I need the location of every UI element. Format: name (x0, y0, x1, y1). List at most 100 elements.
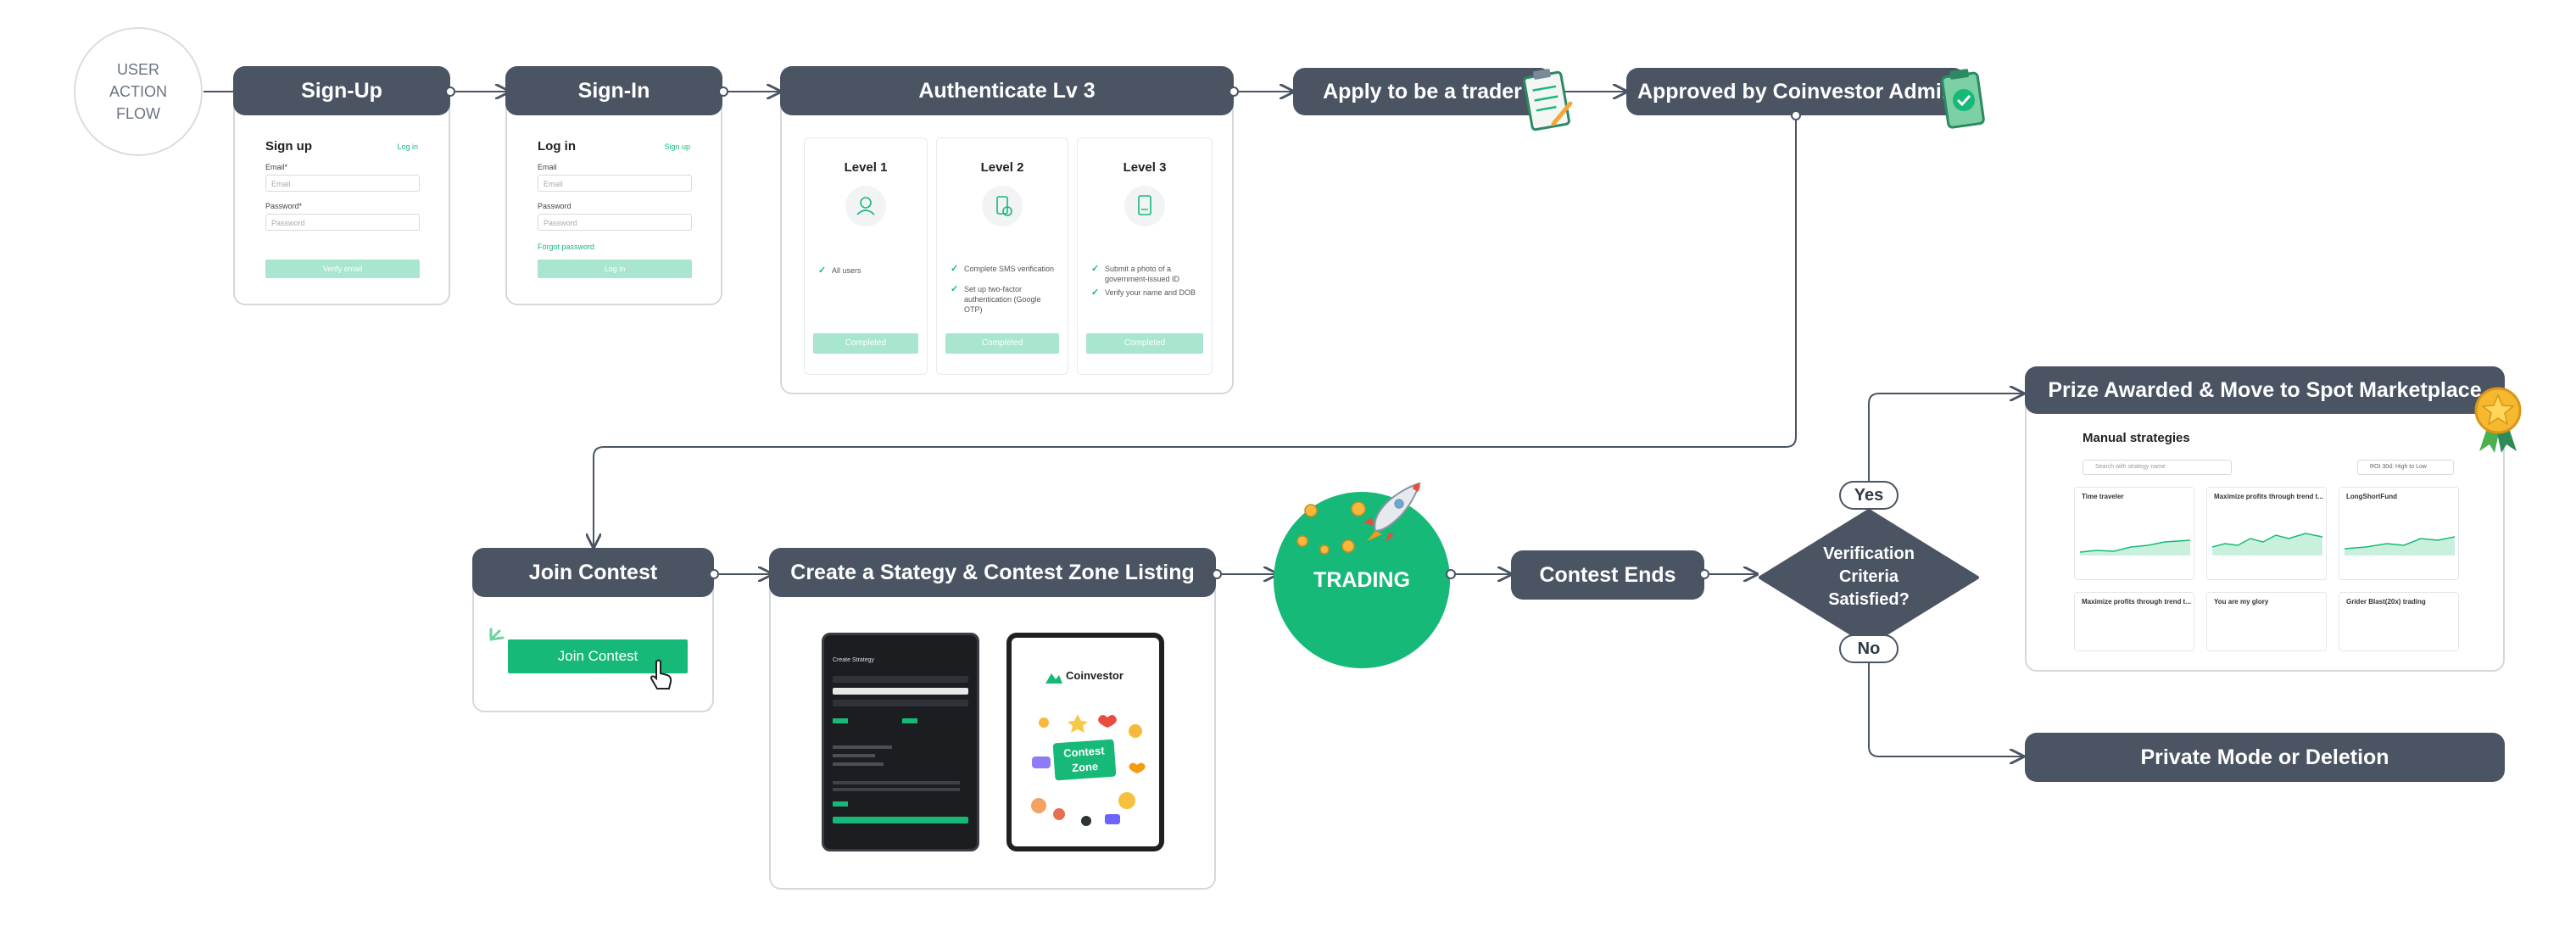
marketplace-card: Manual strategies Search with strategy n… (2025, 390, 2505, 672)
signup-email-label: Email* (265, 163, 288, 171)
login-email-input[interactable]: Email (538, 175, 692, 192)
login-signup-link[interactable]: Sign up (664, 142, 690, 151)
strategy-form-row (833, 788, 960, 791)
strategy-form-row (833, 754, 875, 757)
marketplace-search-input[interactable]: Search with strategy name (2083, 460, 2232, 475)
sparkle-icon (488, 622, 508, 643)
start-circle: USER ACTION FLOW (74, 27, 203, 156)
strategy-card[interactable]: Maximize profits through trend t... (2206, 487, 2327, 580)
strategy-card[interactable]: Maximize profits through trend t... (2074, 592, 2194, 651)
strategy-sparkline (2080, 539, 2190, 555)
level-3-item-1: Submit a photo of a government-issued ID (1091, 264, 1198, 284)
authenticate-header: Authenticate Lv 3 (780, 66, 1234, 115)
approved-out-port (1791, 110, 1801, 120)
level-2-item-2: Set up two-factor authentication (Google… (951, 284, 1059, 315)
level-3-item-2: Verify your name and DOB (1091, 287, 1207, 298)
start-label-line3: FLOW (116, 105, 160, 122)
trading-node: TRADING (1274, 492, 1450, 668)
strategy-sparkline (2212, 533, 2322, 555)
signup-out-port (445, 87, 455, 97)
phone-shield-icon (982, 186, 1023, 226)
login-title: Log in (538, 139, 576, 154)
strategy-name: You are my glory (2214, 598, 2269, 606)
strategy-card[interactable]: LongShortFund (2339, 487, 2459, 580)
decision-text: Verification Criteria Satisfied? (1798, 543, 1940, 611)
emoji-cluster-icon (1027, 706, 1154, 833)
strategy-name: Maximize profits through trend t... (2214, 493, 2323, 500)
level-3-title: Level 3 (1123, 160, 1167, 175)
signup-header: Sign-Up (233, 66, 450, 115)
signup-password-input[interactable]: Password (265, 214, 420, 231)
clipboard-checklist-icon (1521, 64, 1575, 137)
decision-line3: Satisfied? (1828, 590, 1910, 609)
marketplace-search-placeholder: Search with strategy name (2095, 464, 2166, 470)
level-2-panel: Level 2 Complete SMS verification Set up… (936, 137, 1068, 375)
strategy-form-title: Create Strategy (833, 657, 875, 663)
create-strategy-header: Create a Stategy & Contest Zone Listing (769, 548, 1216, 597)
strategy-card[interactable]: Time traveler (2074, 487, 2194, 580)
authenticate-card: Level 1 All users Completed Level 2 Comp… (780, 92, 1234, 394)
level-2-title: Level 2 (980, 160, 1024, 175)
strategy-form-tablet: Create Strategy (822, 633, 979, 851)
strategy-name: Maximize profits through trend t... (2082, 598, 2191, 606)
level-1-item: All users (818, 265, 917, 276)
private-mode-node: Private Mode or Deletion (2025, 733, 2505, 782)
strategy-form-submit[interactable] (833, 817, 968, 823)
strategy-name: Grider Blast(20x) trading (2346, 598, 2426, 606)
apply-trader-node: Apply to be a trader (1293, 68, 1552, 115)
signin-card: Log in Sign up Email Email Password Pass… (505, 92, 722, 305)
strategy-form-tag (833, 801, 848, 807)
signin-out-port (718, 87, 728, 97)
login-button[interactable]: Log in (538, 260, 692, 278)
strategy-card[interactable]: Grider Blast(20x) trading (2339, 592, 2459, 651)
signup-email-input[interactable]: Email (265, 175, 420, 192)
strategy-form-row (833, 745, 892, 749)
join-contest-header: Join Contest (472, 548, 714, 597)
start-label-line1: USER (116, 61, 159, 78)
strategy-form-tag (902, 718, 917, 723)
level-1-completed-button[interactable]: Completed (813, 333, 918, 354)
no-label: No (1839, 634, 1899, 663)
marketplace-title: Manual strategies (2083, 431, 2190, 445)
yes-label: Yes (1839, 481, 1899, 510)
decision-line2: Criteria (1838, 567, 1899, 586)
strategy-sparkline (2345, 536, 2455, 555)
approved-admin-node: Approved by Coinvestor Admin (1626, 68, 1965, 115)
coinvestor-brand: Coinvestor (1066, 669, 1124, 682)
signup-login-link[interactable]: Log in (397, 142, 418, 151)
contest-ends-out-port (1699, 569, 1709, 579)
signup-verify-button[interactable]: Verify email (265, 260, 420, 278)
login-password-label: Password (538, 202, 572, 210)
signup-title: Sign up (265, 139, 312, 154)
signup-card: Sign up Log in Email* Email Password* Pa… (233, 92, 450, 305)
authenticate-out-port (1229, 87, 1239, 97)
level-3-completed-button[interactable]: Completed (1086, 333, 1203, 354)
decision-line1: Verification (1823, 544, 1915, 563)
level-2-completed-button[interactable]: Completed (945, 333, 1059, 354)
level-1-panel: Level 1 All users Completed (804, 137, 928, 375)
create-strategy-card: Create Strategy Coinvestor Contest Zone (769, 570, 1216, 890)
level-2-item-1: Complete SMS verification (951, 264, 1064, 274)
trading-out-port (1446, 569, 1456, 579)
rocket-coins-icon (1294, 475, 1447, 560)
trading-label: TRADING (1313, 567, 1410, 592)
prize-awarded-header: Prize Awarded & Move to Spot Marketplace (2025, 366, 2505, 414)
strategy-form-field-highlight (833, 688, 968, 695)
strategy-form-row (833, 781, 960, 784)
login-email-label: Email (538, 163, 557, 171)
marketplace-sort-label: ROI 30d: High to Low (2370, 464, 2427, 470)
hand-pointer-icon (649, 658, 674, 692)
strategy-form-row (833, 762, 884, 766)
start-label-line2: ACTION (109, 83, 167, 100)
marketplace-sort-select[interactable]: ROI 30d: High to Low (2357, 460, 2454, 475)
login-password-input[interactable]: Password (538, 214, 692, 231)
strategy-form-tag (833, 718, 848, 723)
strategy-form-field (833, 700, 968, 706)
strategy-card[interactable]: You are my glory (2206, 592, 2327, 651)
contest-zone-tablet: Coinvestor Contest Zone (1006, 633, 1164, 851)
id-document-icon (1124, 186, 1165, 226)
strategy-name: LongShortFund (2346, 493, 2397, 500)
login-forgot-link[interactable]: Forgot password (538, 243, 595, 251)
medal-star-icon (2471, 383, 2525, 453)
level-3-panel: Level 3 Submit a photo of a government-i… (1077, 137, 1213, 375)
